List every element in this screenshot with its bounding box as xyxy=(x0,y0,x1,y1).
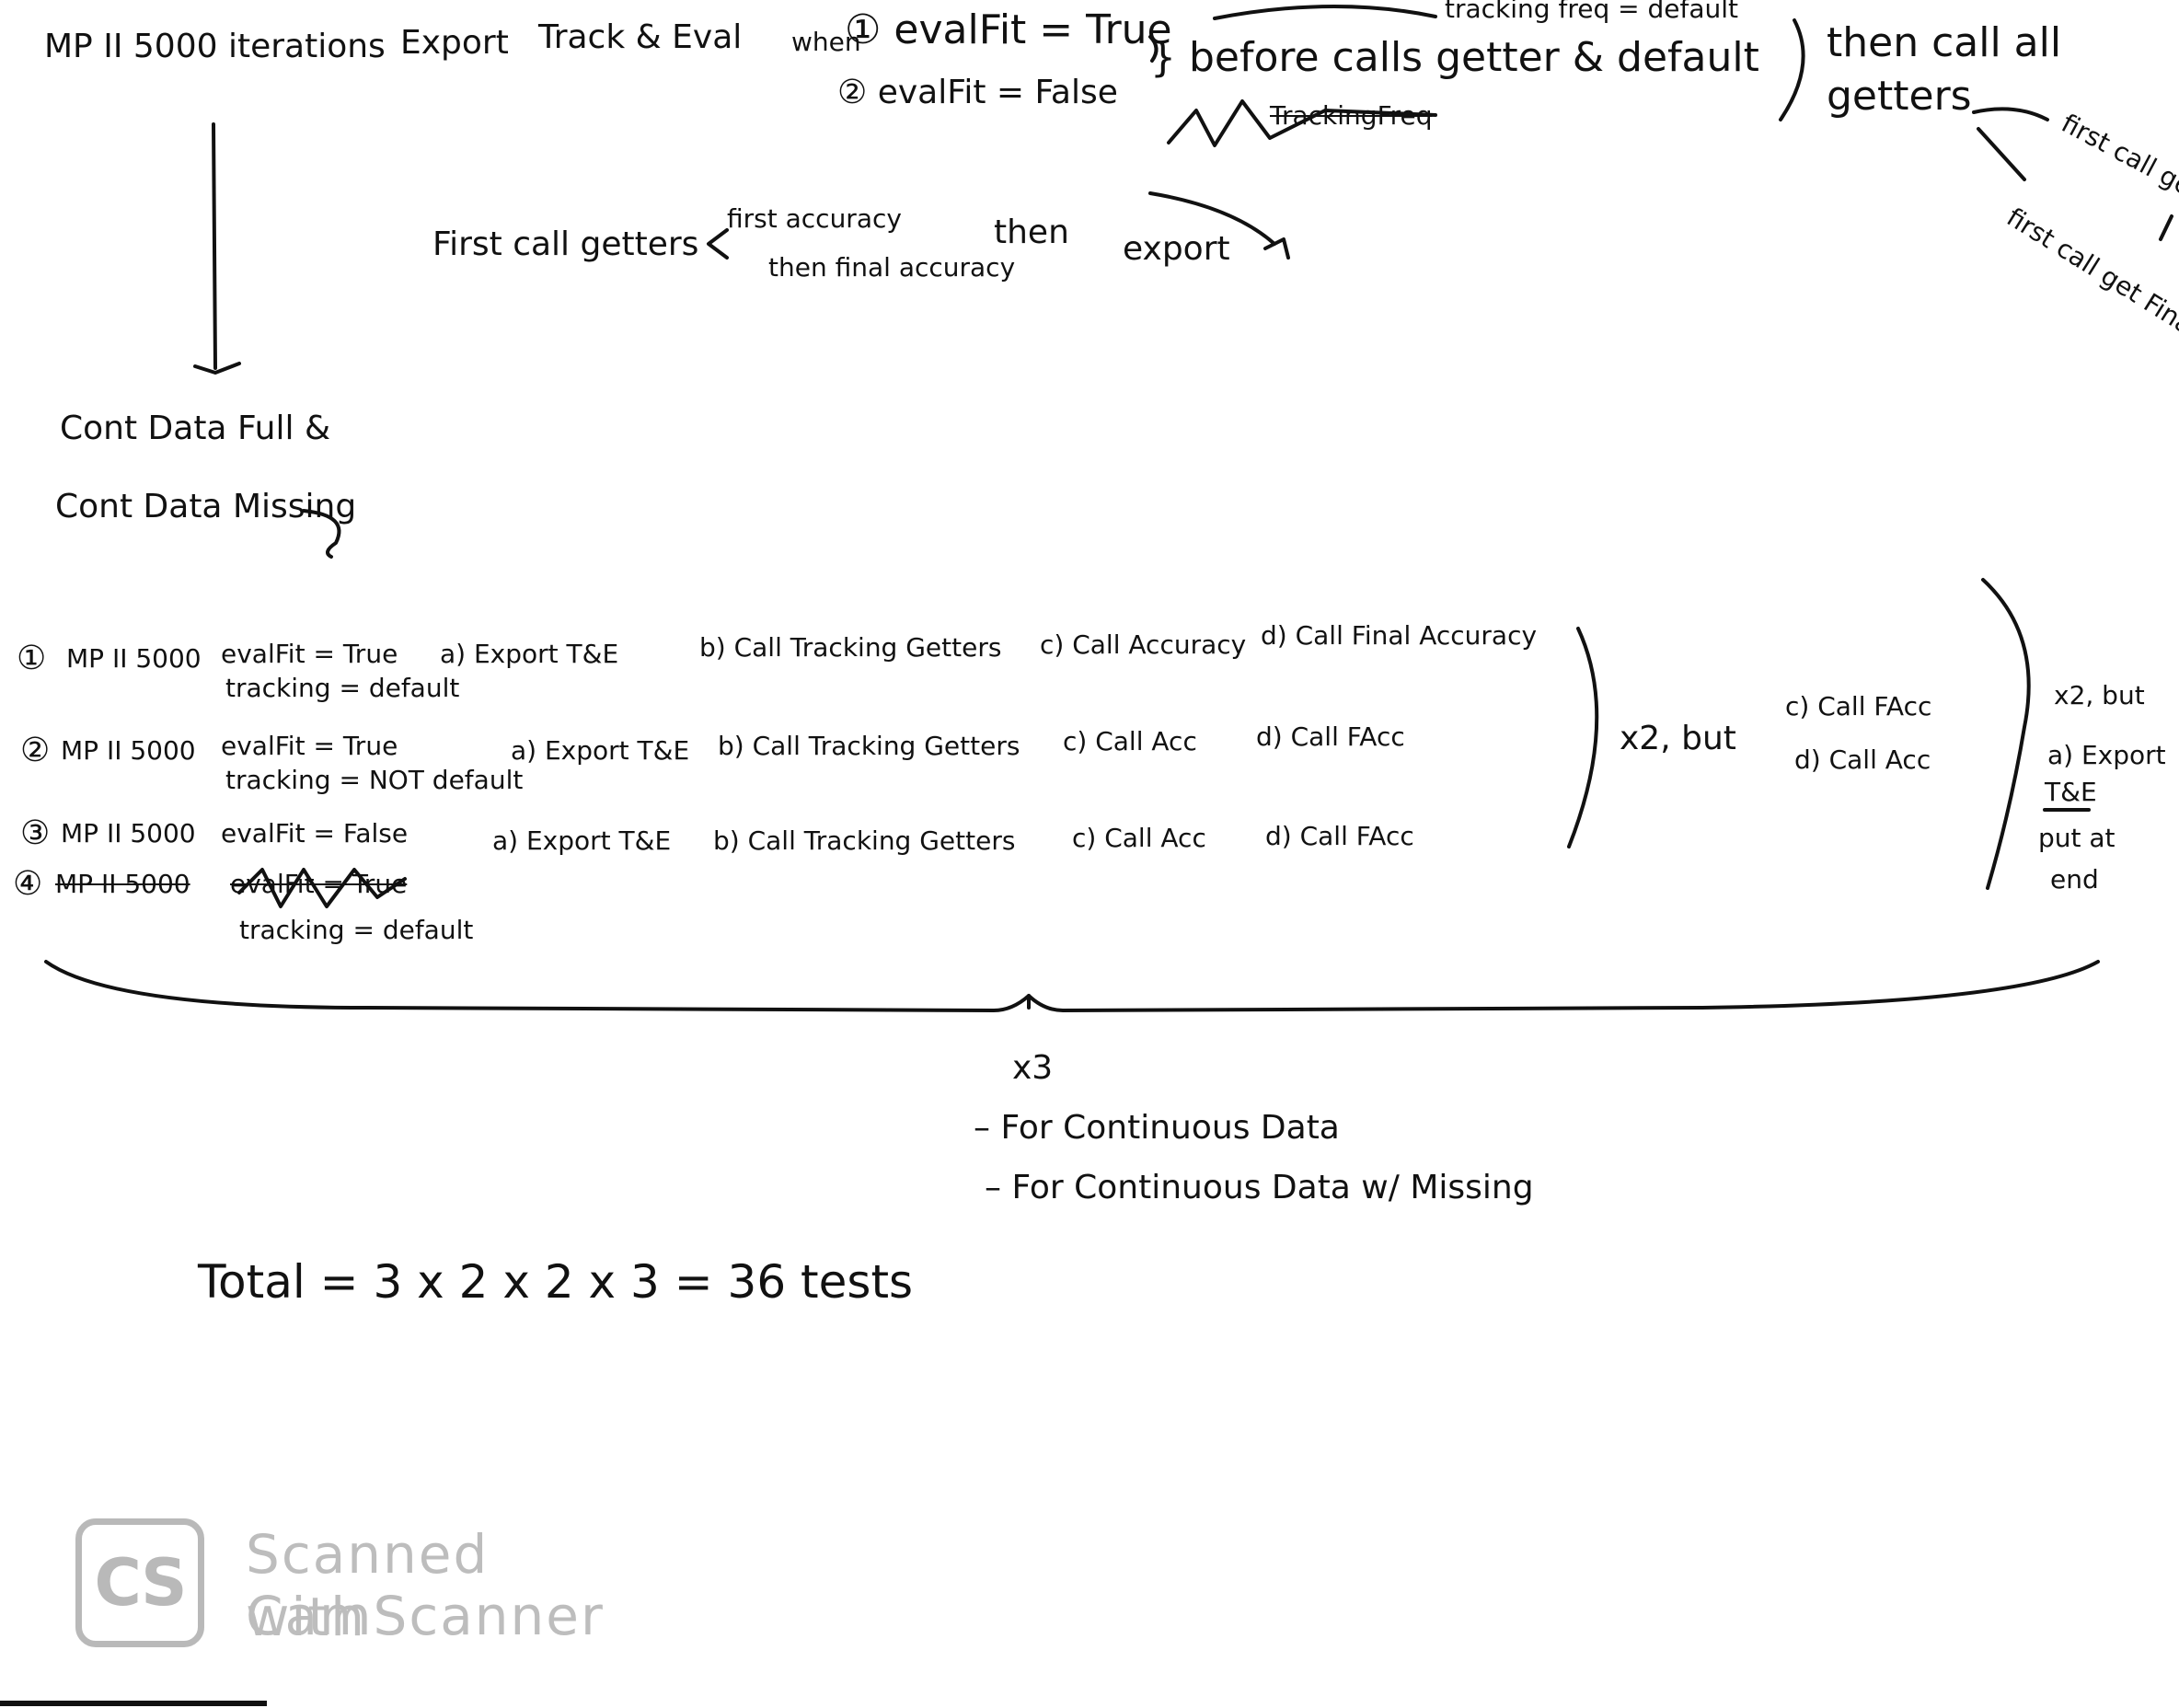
test-step-d: d) Call Final Accuracy xyxy=(1261,620,1538,651)
test-model: MP II 5000 xyxy=(61,818,196,848)
test-step-a: a) Export T&E xyxy=(440,639,619,669)
for-continuous-data-missing: – For Continuous Data w/ Missing xyxy=(985,1169,1534,1206)
before-brace xyxy=(1148,35,1159,63)
when-text: when xyxy=(791,27,861,57)
test-step-d: d) Call FAcc xyxy=(1256,721,1405,752)
row4-scribble xyxy=(237,868,407,908)
getters-text: getters xyxy=(1827,73,1972,120)
test-model: MP II 5000 xyxy=(55,869,190,899)
export-arrow-tip xyxy=(1263,237,1290,260)
then-final-accuracy-text: then final accuracy xyxy=(768,252,1016,283)
strike-scribble xyxy=(1167,99,1437,147)
for-continuous-data: – For Continuous Data xyxy=(974,1109,1340,1147)
variant-te: T&E xyxy=(2045,777,2097,807)
scan-edge-line xyxy=(0,1701,267,1706)
track-eval-text: Track & Eval xyxy=(538,18,743,56)
test-step-a: a) Export T&E xyxy=(492,825,672,856)
test-step-a: a) Export T&E xyxy=(511,735,690,766)
test-step-c: c) Call Accuracy xyxy=(1040,629,1247,660)
watermark-line-2: CamScanner xyxy=(246,1585,605,1647)
export-arrow xyxy=(1148,191,1276,246)
test-tracking: tracking = NOT default xyxy=(225,765,524,795)
tests-paren xyxy=(1567,627,1599,848)
big-brace xyxy=(44,960,2100,1012)
variant-call-acc: d) Call Acc xyxy=(1794,744,1931,775)
test-step-c: c) Call Acc xyxy=(1072,823,1206,853)
test-step-b: b) Call Tracking Getters xyxy=(713,825,1016,856)
condition-2: ② evalFit = False xyxy=(837,74,1118,111)
test-number: ④ xyxy=(13,865,43,903)
test-step-d: d) Call FAcc xyxy=(1265,821,1414,851)
top-overline xyxy=(1213,5,1437,20)
export-lower-text: export xyxy=(1123,230,1230,268)
down-arrow-head xyxy=(193,362,241,375)
tracking-freq-struck: TrackingFreq xyxy=(1270,100,1433,131)
test-tracking: tracking = default xyxy=(239,915,474,945)
camscanner-watermark: CS Scanned with CamScanner xyxy=(75,1518,628,1656)
camscanner-logo: CS xyxy=(75,1518,204,1647)
tracking-freq-default: tracking freq = default xyxy=(1445,0,1738,24)
test-eval: evalFit = True xyxy=(230,869,408,899)
x2-but-text: x2, but xyxy=(1620,720,1736,757)
test-model: MP II 5000 xyxy=(61,735,196,766)
down-arrow-shaft xyxy=(212,122,217,370)
test-number: ③ xyxy=(20,814,51,852)
missing-tail xyxy=(302,509,341,559)
total-tests: Total = 3 x 2 x 2 x 3 = 36 tests xyxy=(198,1255,914,1309)
test-step-b: b) Call Tracking Getters xyxy=(699,632,1002,663)
getters-arrow-2 xyxy=(1977,127,2026,181)
before-calls-text: } before calls getter & default xyxy=(1150,34,1759,81)
variant-end: end xyxy=(2050,864,2099,894)
variant-put-at: put at xyxy=(2038,823,2116,853)
variants-bracket xyxy=(1981,578,2031,890)
test-number: ② xyxy=(20,732,51,769)
condition-1: ① evalFit = True xyxy=(845,6,1172,53)
camscanner-logo-letters: CS xyxy=(94,1545,187,1621)
test-eval: evalFit = True xyxy=(221,731,398,761)
variant-call-facc: c) Call FAcc xyxy=(1785,691,1932,721)
getters-bracket xyxy=(707,228,729,260)
cont-data-missing: Cont Data Missing xyxy=(55,488,357,525)
test-number: ① xyxy=(17,640,47,677)
x2-but-right-text: x2, but xyxy=(2054,680,2145,710)
getters-arrow-1 xyxy=(1972,107,2049,121)
watermark-line-1: Scanned with xyxy=(246,1523,490,1648)
title-text: MP II 5000 iterations xyxy=(44,28,386,65)
test-tracking: tracking = default xyxy=(225,673,460,703)
export-text: Export xyxy=(400,24,509,62)
right-paren-top xyxy=(1779,18,1805,121)
variant-a-export: a) Export xyxy=(2047,740,2166,770)
first-call-getters-text: First call getters xyxy=(432,225,699,263)
test-eval: evalFit = True xyxy=(221,639,398,669)
cont-data-full: Cont Data Full & xyxy=(60,410,331,447)
x3-text: x3 xyxy=(1012,1049,1054,1087)
test-eval: evalFit = False xyxy=(221,818,409,848)
test-step-b: b) Call Tracking Getters xyxy=(718,731,1020,761)
then-call-all-text: then call all xyxy=(1827,19,2062,66)
getters-arrow-3 xyxy=(2159,214,2173,241)
test-model: MP II 5000 xyxy=(66,643,202,674)
test-step-c: c) Call Acc xyxy=(1063,726,1197,756)
then-text: then xyxy=(994,214,1069,251)
first-accuracy-text: first accuracy xyxy=(727,203,902,234)
